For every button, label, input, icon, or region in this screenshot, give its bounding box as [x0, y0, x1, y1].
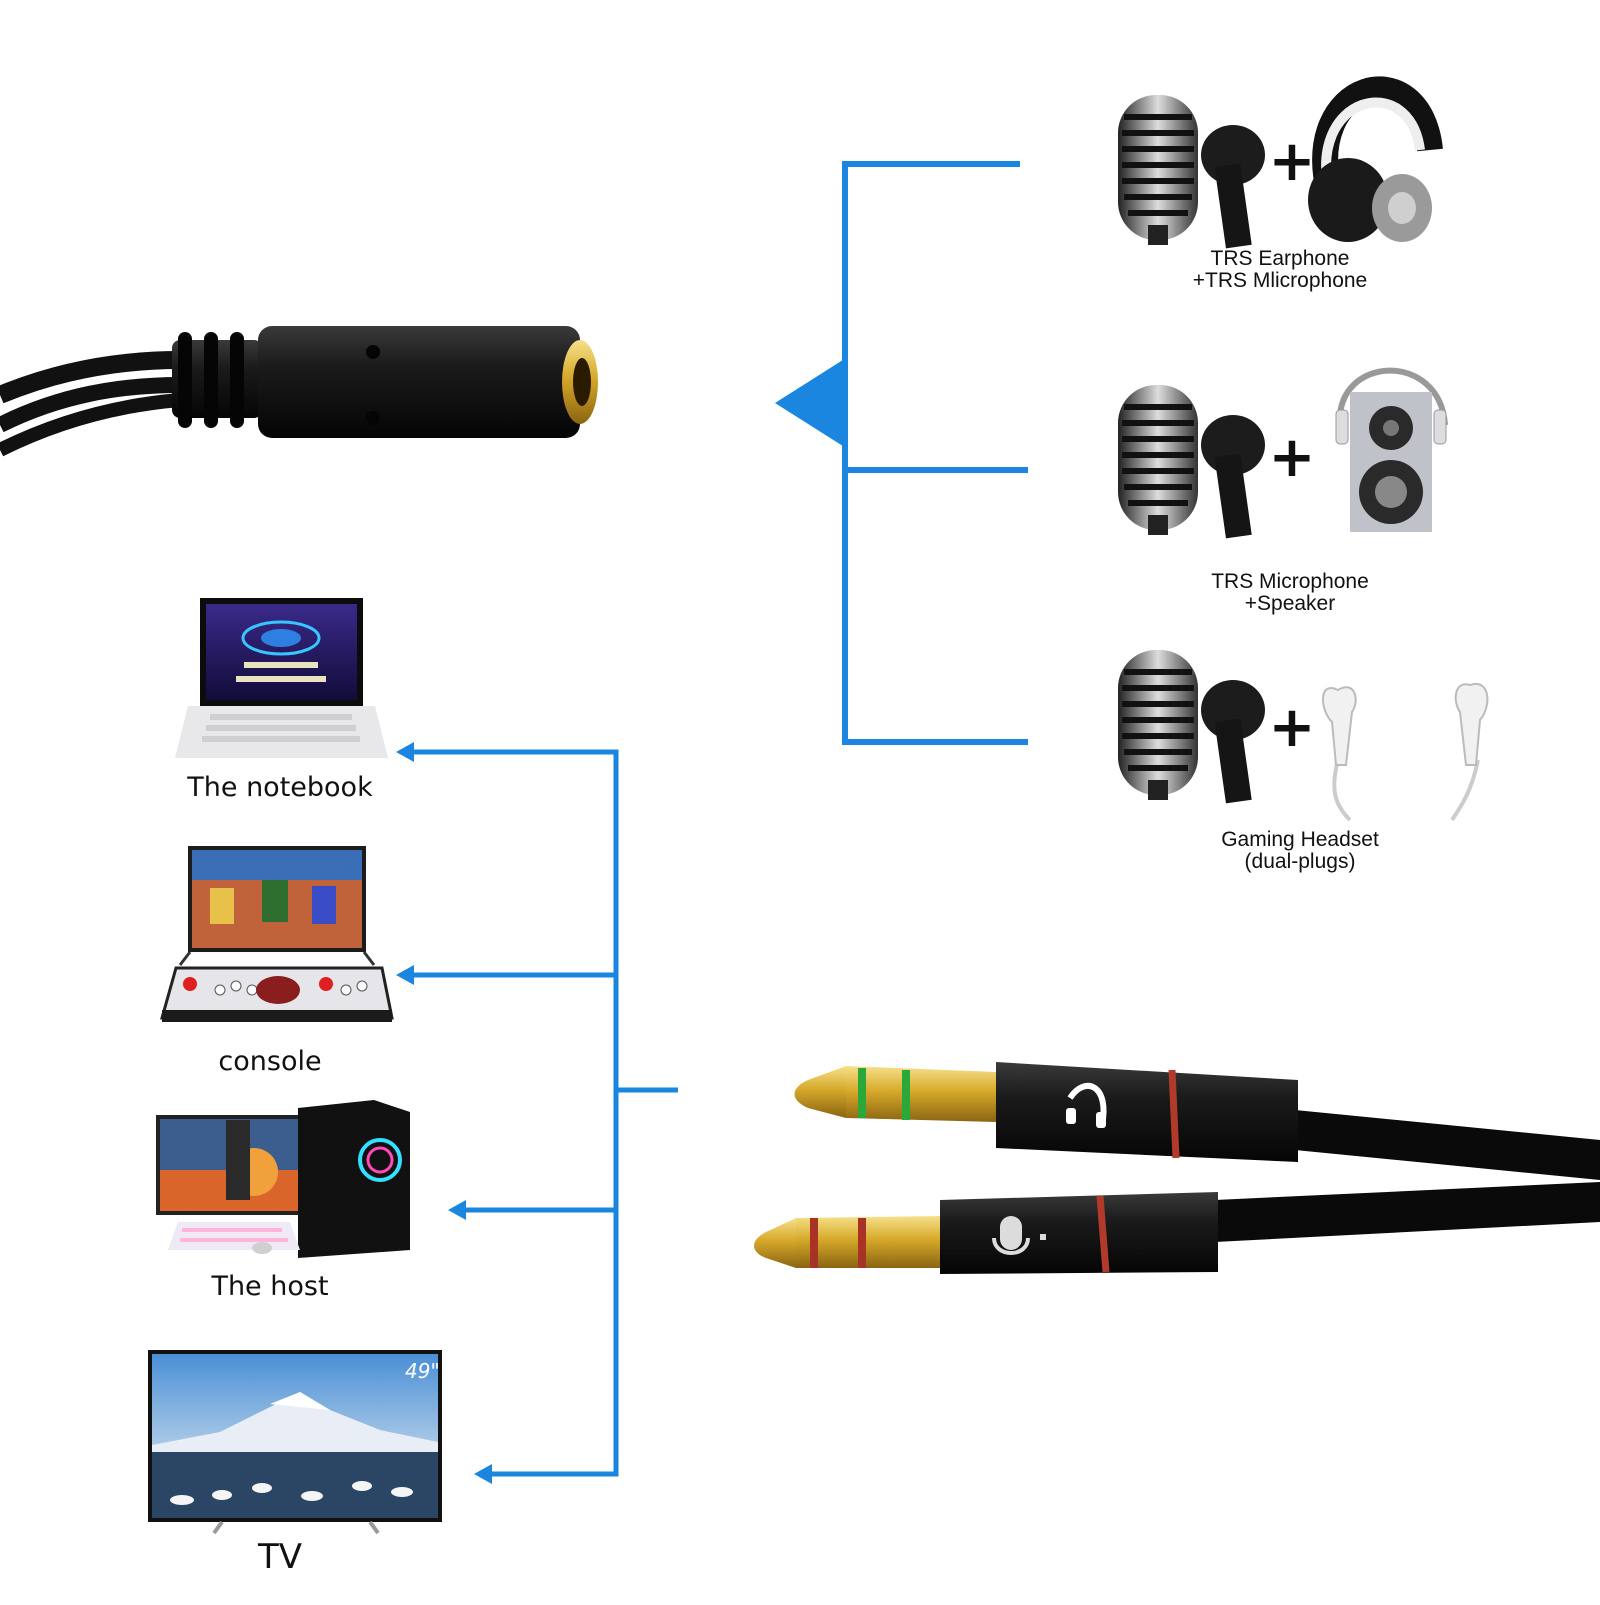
- bracket-arrow-icon: [775, 358, 846, 448]
- output-label-line2: +TRS Mlicrophone: [1170, 270, 1390, 292]
- output-label-line2: (dual-plugs): [1190, 851, 1410, 873]
- output-bracket: [845, 164, 1028, 742]
- headphone-plug-icon: [795, 1062, 1600, 1180]
- female-jack-icon: [0, 326, 598, 450]
- plus-sign: +: [1269, 129, 1316, 194]
- device-label-tv: TV: [180, 1540, 380, 1576]
- plus-sign: +: [1269, 425, 1316, 490]
- output-label-earphone-mic: TRS Earphone +TRS Mlicrophone: [1170, 248, 1390, 292]
- device-label-notebook: The notebook: [170, 774, 390, 802]
- tv-icon: 49": [148, 1350, 442, 1533]
- device-label-console: console: [160, 1048, 380, 1076]
- arcade-console-icon: [162, 846, 392, 1022]
- plus-sign: +: [1269, 695, 1316, 760]
- output-label-line2: +Speaker: [1180, 593, 1400, 615]
- output-label-mic-speaker: TRS Microphone +Speaker: [1180, 571, 1400, 615]
- headphones-icon: [1308, 89, 1432, 242]
- laptop-icon: [175, 598, 388, 758]
- output-label-gaming-headset: Gaming Headset (dual-plugs): [1190, 829, 1410, 873]
- output-label-line1: TRS Microphone: [1180, 571, 1400, 593]
- earbuds-icon: [1323, 684, 1487, 820]
- output-label-line1: Gaming Headset: [1190, 829, 1410, 851]
- microphone-icon: [1118, 650, 1265, 803]
- microphone-icon: [1118, 95, 1265, 248]
- tv-size-label: 49": [405, 1359, 440, 1383]
- output-label-line1: TRS Earphone: [1170, 248, 1390, 270]
- microphone-icon: [1118, 385, 1265, 538]
- device-label-host: The host: [160, 1273, 380, 1301]
- microphone-plug-icon: [754, 1182, 1600, 1274]
- speaker-icon: [1336, 371, 1446, 532]
- desktop-pc-icon: [156, 1100, 410, 1258]
- input-bracket: [410, 752, 678, 1474]
